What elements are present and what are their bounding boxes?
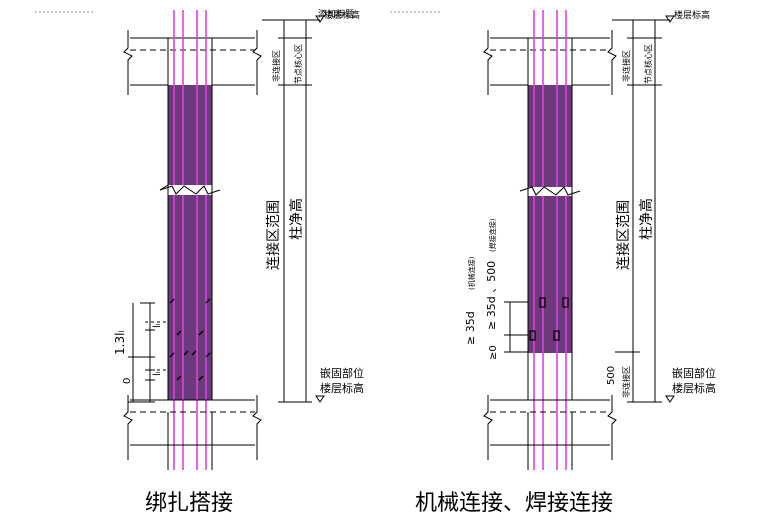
connect-zone-lower — [168, 195, 212, 400]
bottom-dim-label: 500 — [606, 366, 617, 385]
weld-dim-label: ≥ 35d 、500 — [485, 261, 498, 330]
mech-dim-label: ≥ 35d — [464, 311, 477, 345]
lap-total-label: 1.3lₗ — [113, 331, 127, 355]
weld-note-label: (焊接连接) — [488, 218, 497, 252]
non-connect-zone-label: 非连接区 — [621, 50, 631, 82]
lap-a-label: lₗ — [152, 323, 163, 328]
zero-dim-label: ≥0 — [488, 345, 499, 360]
clear-height-label: 柱净高 — [638, 198, 655, 240]
connect-range-label: 连接区范围 — [615, 200, 632, 270]
left-rebars — [173, 10, 207, 470]
non-connect-zone-bottom-label: 非连接区 — [621, 366, 631, 398]
zero-label: 0 — [122, 378, 133, 384]
connect-zone-upper — [528, 85, 572, 187]
floor-elev-top-label: 楼层标高 — [324, 9, 360, 21]
non-connect-zone-label: 非连接区 — [271, 50, 281, 82]
node-core-zone-label: 节点核心区 — [293, 44, 303, 84]
right-rebars — [533, 10, 567, 470]
floor-elev-top-label: 楼层标高 — [674, 9, 710, 21]
couplers — [529, 297, 569, 341]
embed-part-label: 嵌固部位 — [320, 366, 364, 380]
mech-note-label: (机械连接) — [467, 256, 476, 290]
floor-elev-bottom-label: 楼层标高 — [320, 381, 364, 395]
right-caption: 机械连接、焊接连接 — [415, 491, 613, 516]
connect-zone-upper — [168, 85, 212, 185]
connect-range-label: 连接区范围 — [265, 200, 282, 270]
node-core-zone-label: 节点核心区 — [643, 44, 653, 84]
connect-zone-lower — [528, 196, 572, 353]
embed-part-label: 嵌固部位 — [672, 366, 716, 380]
left-diagram: 1.3lₗ lₗ lₗ 0 楼层标高 非连接区 节点核心区 连接区范围 柱净高 … — [113, 9, 364, 516]
placeholder-title: 添加标题 — [318, 8, 354, 20]
floor-elev-bottom-label: 楼层标高 — [672, 381, 716, 395]
left-caption: 绑扎搭接 — [145, 491, 233, 516]
clear-height-label: 柱净高 — [288, 198, 305, 240]
right-diagram: ≥ 35d (机械连接) ≥ 35d 、500 (焊接连接) ≥0 楼层标高 非… — [415, 9, 716, 516]
lap-b-label: lₗ — [152, 371, 163, 376]
